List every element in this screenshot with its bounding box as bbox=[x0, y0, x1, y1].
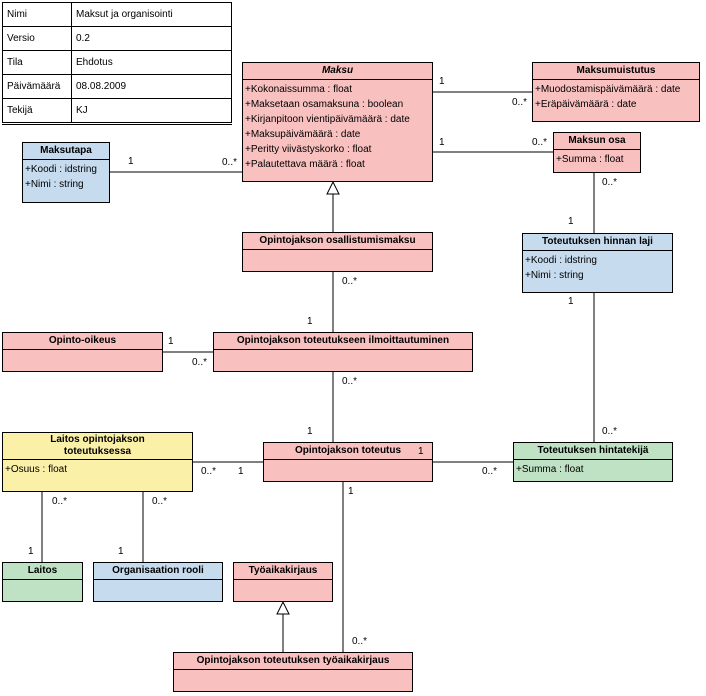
attribute: +Nimi : string bbox=[525, 270, 584, 281]
class-toteutus-title: Opintojakson toteutus bbox=[264, 443, 432, 460]
multiplicity-label: 1 bbox=[238, 466, 244, 477]
attribute: +Koodi : idstring bbox=[525, 255, 597, 266]
attribute: +Nimi : string bbox=[25, 179, 84, 190]
multiplicity-label: 1 bbox=[307, 426, 313, 437]
class-maksu-attributes: +Kokonaissumma : float +Maksetaan osamak… bbox=[243, 80, 432, 174]
class-tyoaikakirjaus[interactable]: Työaikakirjaus bbox=[233, 562, 333, 602]
attribute: +Osuus : float bbox=[5, 464, 67, 475]
class-opinto-oikeus-title: Opinto-oikeus bbox=[3, 333, 162, 350]
attribute: +Eräpäivämäärä : date bbox=[535, 99, 637, 110]
class-toteutuksen-tyoaikakirjaus-title: Opintojakson toteutuksen työaikakirjaus bbox=[174, 653, 412, 670]
class-hintatekija-title: Toteutuksen hintatekijä bbox=[514, 443, 672, 460]
class-maksumuistutus[interactable]: Maksumuistutus +Muodostamispäivämäärä : … bbox=[532, 62, 700, 122]
class-laitos[interactable]: Laitos bbox=[2, 562, 83, 602]
multiplicity-label: 1 bbox=[128, 156, 134, 167]
multiplicity-label: 1 bbox=[568, 296, 574, 307]
attribute: +Kirjanpitoon vientipäivämäärä : date bbox=[245, 114, 410, 125]
meta-value-status: Ehdotus bbox=[71, 50, 232, 75]
class-tyoaikakirjaus-title: Työaikakirjaus bbox=[234, 563, 332, 580]
multiplicity-label: 0..* bbox=[602, 426, 618, 437]
class-organisaation-rooli[interactable]: Organisaation rooli bbox=[93, 562, 223, 602]
multiplicity-label: 1 bbox=[439, 137, 445, 148]
class-ilmoittautuminen-title: Opintojakson toteutukseen ilmoittautumin… bbox=[214, 333, 472, 350]
class-maksu-title: Maksu bbox=[243, 63, 432, 80]
multiplicity-label: 0..* bbox=[222, 157, 238, 168]
meta-value-version: 0.2 bbox=[71, 26, 232, 51]
class-opinto-oikeus[interactable]: Opinto-oikeus bbox=[2, 332, 163, 372]
meta-key-date: Päivämäärä bbox=[2, 74, 72, 99]
multiplicity-label: 0..* bbox=[192, 357, 208, 368]
class-opintojakson-toteutus[interactable]: Opintojakson toteutus bbox=[263, 442, 433, 482]
class-opintojakson-osallistumismaksu[interactable]: Opintojakson osallistumismaksu bbox=[242, 232, 433, 272]
multiplicity-label: 0..* bbox=[342, 276, 358, 287]
generalization-arrow-maksu bbox=[326, 180, 340, 195]
class-laitos-opintojaksossa-attributes: +Osuus : float bbox=[3, 460, 192, 479]
attribute: +Muodostamispäivämäärä : date bbox=[535, 84, 681, 95]
attribute: +Palautettava määrä : float bbox=[245, 159, 365, 170]
class-osallistumismaksu-title: Opintojakson osallistumismaksu bbox=[243, 233, 432, 250]
multiplicity-label: 1 bbox=[307, 316, 313, 327]
class-maksutapa-title: Maksutapa bbox=[23, 143, 109, 160]
meta-value-date: 08.08.2009 bbox=[71, 74, 232, 99]
attribute: +Koodi : idstring bbox=[25, 164, 97, 175]
generalization-arrow-tyoaikakirjaus bbox=[276, 600, 290, 615]
class-maksutapa[interactable]: Maksutapa +Koodi : idstring +Nimi : stri… bbox=[22, 142, 110, 203]
class-maksumuistutus-attributes: +Muodostamispäivämäärä : date +Eräpäiväm… bbox=[533, 80, 699, 114]
class-maksun-osa-attributes: +Summa : float bbox=[554, 150, 640, 169]
class-maksun-osa[interactable]: Maksun osa +Summa : float bbox=[553, 132, 641, 173]
meta-key-author: Tekijä bbox=[2, 98, 72, 125]
class-hintatekija-attributes: +Summa : float bbox=[514, 460, 672, 479]
multiplicity-label: 0..* bbox=[342, 376, 358, 387]
class-opintojakson-toteutukseen-ilmoittautuminen[interactable]: Opintojakson toteutukseen ilmoittautumin… bbox=[213, 332, 473, 372]
class-organisaation-rooli-title: Organisaation rooli bbox=[94, 563, 222, 580]
multiplicity-label: 1 bbox=[168, 336, 174, 347]
class-maksu[interactable]: Maksu +Kokonaissumma : float +Maksetaan … bbox=[242, 62, 433, 182]
multiplicity-label: 1 bbox=[418, 446, 424, 457]
multiplicity-label: 0..* bbox=[512, 97, 528, 108]
class-laitos-opintojaksossa-title: Laitos opintojakson toteutuksessa bbox=[3, 433, 192, 460]
multiplicity-label: 0..* bbox=[201, 466, 217, 477]
multiplicity-label: 0..* bbox=[482, 466, 498, 477]
meta-value-author: KJ bbox=[71, 98, 232, 125]
class-toteutuksen-hintatekija[interactable]: Toteutuksen hintatekijä +Summa : float bbox=[513, 442, 673, 482]
meta-value-name: Maksut ja organisointi bbox=[71, 2, 232, 27]
multiplicity-label: 1 bbox=[568, 216, 574, 227]
multiplicity-label: 0..* bbox=[52, 496, 68, 507]
class-maksun-osa-title: Maksun osa bbox=[554, 133, 640, 150]
class-toteutuksen-hinnan-laji[interactable]: Toteutuksen hinnan laji +Koodi : idstrin… bbox=[522, 233, 673, 293]
attribute: +Peritty viivästyskorko : float bbox=[245, 144, 372, 155]
multiplicity-label: 1 bbox=[439, 76, 445, 87]
class-hinnan-laji-title: Toteutuksen hinnan laji bbox=[523, 234, 672, 251]
attribute: +Summa : float bbox=[516, 464, 584, 475]
class-maksumuistutus-title: Maksumuistutus bbox=[533, 63, 699, 80]
multiplicity-label: 1 bbox=[28, 546, 34, 557]
class-maksutapa-attributes: +Koodi : idstring +Nimi : string bbox=[23, 160, 109, 194]
attribute: +Maksupäivämäärä : date bbox=[245, 129, 361, 140]
multiplicity-label: 0..* bbox=[352, 636, 368, 647]
class-laitos-title: Laitos bbox=[3, 563, 82, 580]
multiplicity-label: 0..* bbox=[152, 496, 168, 507]
attribute: +Maksetaan osamaksuna : boolean bbox=[245, 99, 404, 110]
class-laitos-opintojakson-toteutuksessa[interactable]: Laitos opintojakson toteutuksessa +Osuus… bbox=[2, 432, 193, 492]
multiplicity-label: 1 bbox=[348, 486, 354, 497]
meta-key-name: Nimi bbox=[2, 2, 72, 27]
attribute: +Summa : float bbox=[556, 154, 624, 165]
multiplicity-label: 0..* bbox=[602, 177, 618, 188]
multiplicity-label: 1 bbox=[118, 546, 124, 557]
multiplicity-label: 0..* bbox=[532, 137, 548, 148]
class-opintojakson-toteutuksen-tyoaikakirjaus[interactable]: Opintojakson toteutuksen työaikakirjaus bbox=[173, 652, 413, 692]
meta-key-status: Tila bbox=[2, 50, 72, 75]
meta-key-version: Versio bbox=[2, 26, 72, 51]
class-hinnan-laji-attributes: +Koodi : idstring +Nimi : string bbox=[523, 251, 672, 285]
attribute: +Kokonaissumma : float bbox=[245, 84, 352, 95]
